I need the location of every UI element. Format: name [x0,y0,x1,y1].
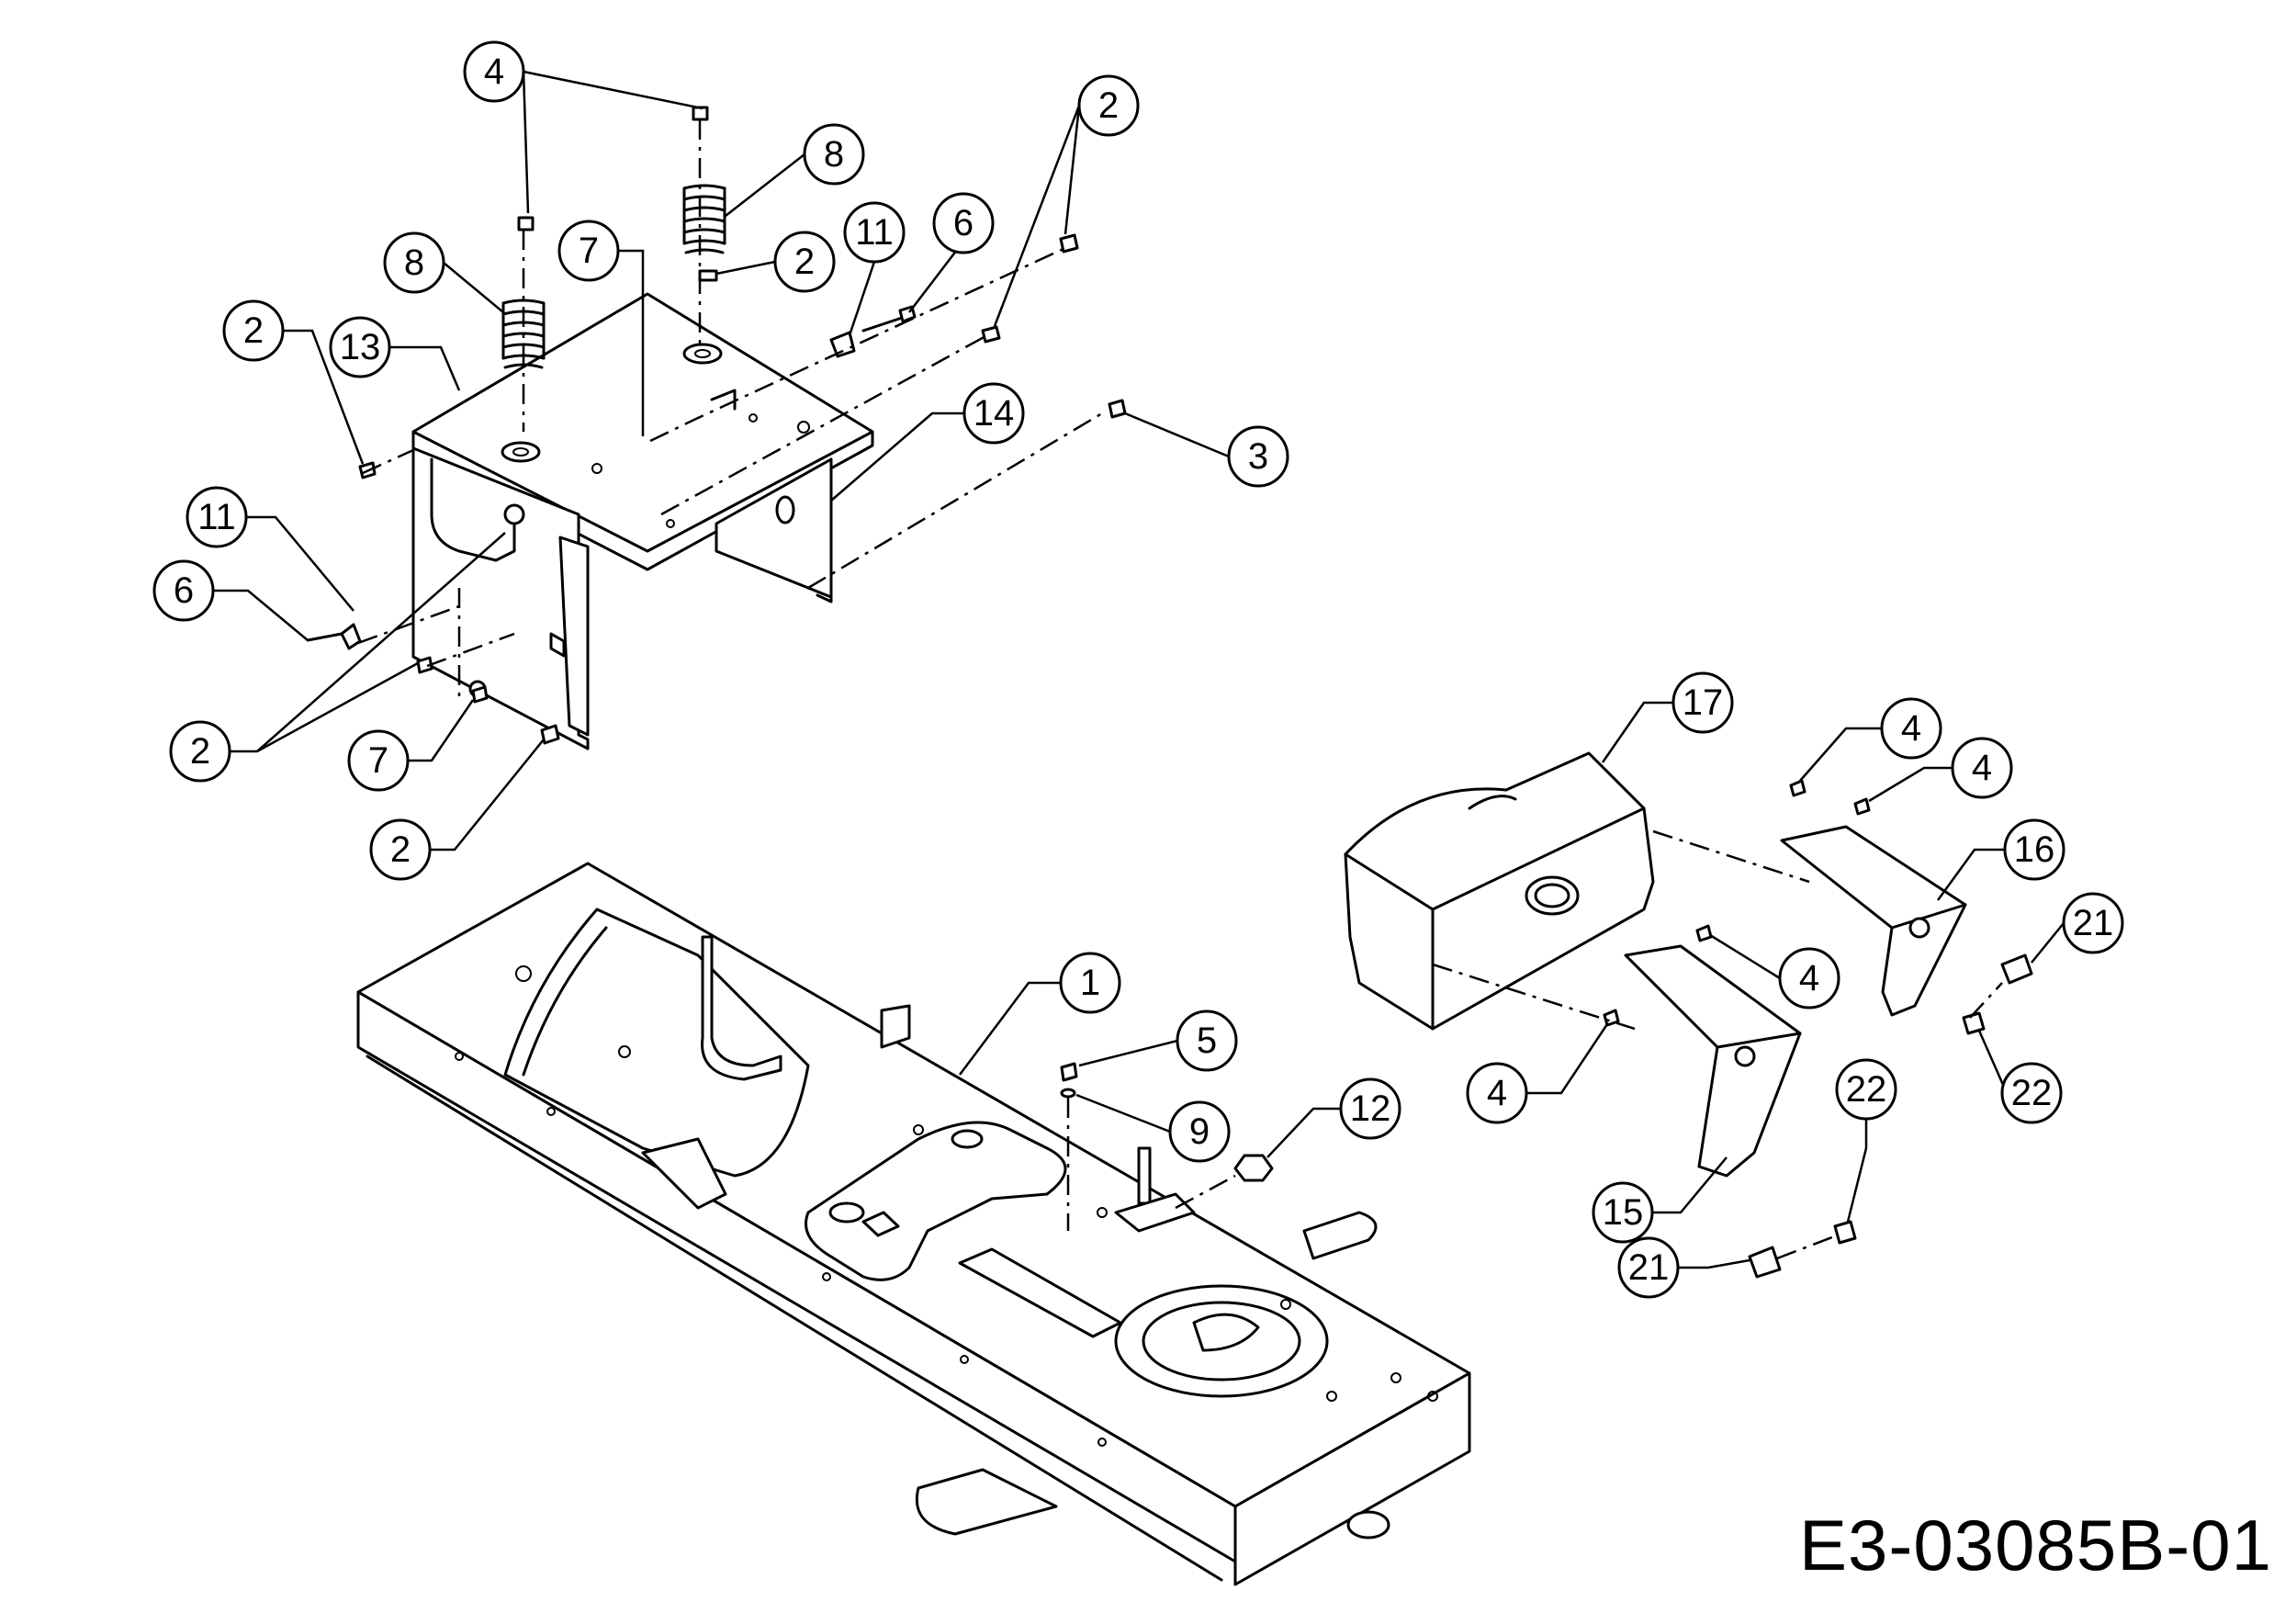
svg-text:22: 22 [1846,1069,1887,1110]
callout-4-r1: 4 [1799,697,1942,782]
svg-text:8: 8 [404,242,424,283]
callout-6-top: 6 [908,192,995,313]
svg-text:3: 3 [1248,436,1268,477]
svg-text:11: 11 [855,212,894,253]
svg-text:4: 4 [1487,1073,1507,1113]
svg-text:2: 2 [1098,85,1119,126]
svg-text:6: 6 [953,203,974,243]
callout-2-topright: 2 [993,74,1140,327]
svg-text:4: 4 [1972,748,1992,788]
svg-text:16: 16 [2014,829,2055,870]
svg-text:2: 2 [190,731,210,772]
callout-12: 12 [1266,1077,1401,1158]
callout-17: 17 [1601,671,1734,763]
callout-14: 14 [830,382,1025,502]
svg-text:9: 9 [1189,1111,1210,1152]
alignment-lines-lower [1066,1098,1236,1231]
svg-text:22: 22 [2011,1073,2053,1113]
main-frame [356,862,1471,1586]
callout-2-lower: 2 [169,532,506,783]
svg-text:12: 12 [1350,1088,1391,1129]
callout-2-left: 2 [222,299,365,465]
callout-4-r3: 4 [1709,933,1840,1009]
svg-text:4: 4 [1901,708,1921,749]
callout-2-bottom: 2 [369,739,545,881]
svg-text:2: 2 [243,310,264,351]
callout-8-top: 8 [725,123,865,217]
svg-text:14: 14 [974,393,1015,434]
callout-7-lower: 7 [347,699,475,792]
svg-text:8: 8 [824,134,844,175]
callout-16: 16 [1936,818,2065,901]
svg-text:5: 5 [1197,1021,1217,1061]
spring-part [501,184,726,369]
callout-21-r: 21 [2031,892,2124,964]
svg-text:17: 17 [1683,682,1724,723]
svg-text:1: 1 [1080,963,1100,1003]
callout-4-top: 4 [463,40,703,214]
callout-22-b: 22 [1835,1058,1897,1223]
callout-3: 3 [1124,412,1289,488]
svg-text:7: 7 [368,740,388,781]
alignment-lines [357,119,1103,698]
callout-11-top: 11 [843,201,906,336]
callout-9: 9 [1075,1093,1231,1163]
svg-text:6: 6 [174,570,194,611]
callout-21-b: 21 [1617,1236,1750,1299]
callout-8-left: 8 [383,231,504,313]
drawing-code: E3-03085B-01 [1798,1505,2272,1585]
svg-text:13: 13 [340,327,381,367]
callout-13: 13 [329,316,461,391]
front-axle-assembly [1344,751,1967,1178]
callout-7-top: 7 [557,220,645,436]
svg-text:2: 2 [794,242,815,282]
callout-4-r2: 4 [1868,737,2013,803]
callout-6-left: 6 [152,559,309,641]
svg-text:4: 4 [1799,958,1819,998]
svg-text:4: 4 [484,51,504,92]
callout-22-r: 22 [1977,1030,2063,1124]
callout-11-left: 11 [186,486,355,612]
callout-5: 5 [1078,1009,1238,1072]
callout-2-mid: 2 [715,231,836,293]
svg-text:7: 7 [579,231,599,271]
callout-4-r4: 4 [1466,1023,1609,1124]
svg-text:21: 21 [2073,903,2114,943]
svg-text:21: 21 [1628,1247,1670,1288]
callout-1: 1 [959,952,1121,1076]
svg-text:11: 11 [197,497,236,537]
callout-15: 15 [1592,1156,1728,1244]
svg-text:2: 2 [390,829,411,870]
svg-text:15: 15 [1603,1192,1644,1233]
